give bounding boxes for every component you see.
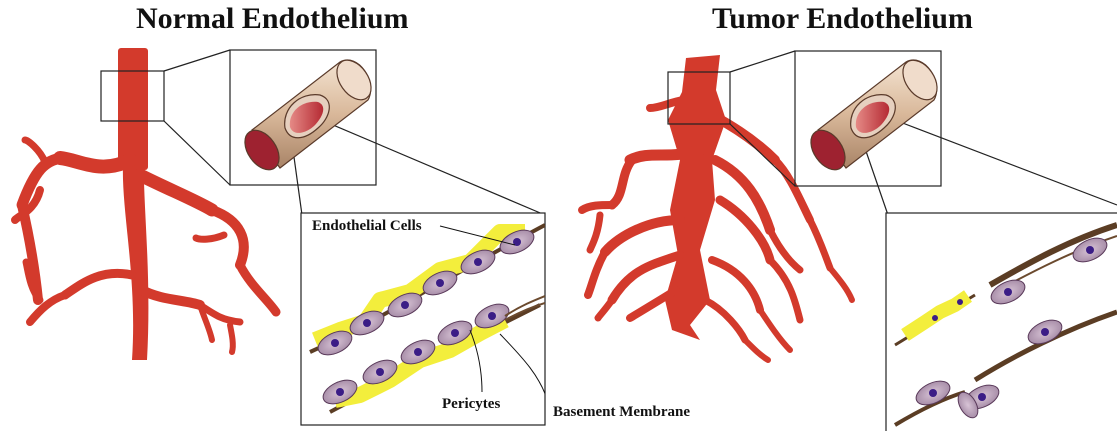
normal-vessel-tube [238, 54, 378, 176]
tumor-vessel-tree [582, 55, 852, 360]
basement-membrane-label: Basement Membrane [553, 404, 690, 421]
pericytes-label: Pericytes [442, 396, 500, 413]
endothelial-cells-label: Endothelial Cells [312, 218, 422, 235]
tumor-detail-inset [886, 213, 1117, 431]
tumor-vessel-tube [804, 54, 944, 176]
normal-detail-inset [301, 213, 548, 425]
normal-vessel-tree [15, 48, 276, 360]
